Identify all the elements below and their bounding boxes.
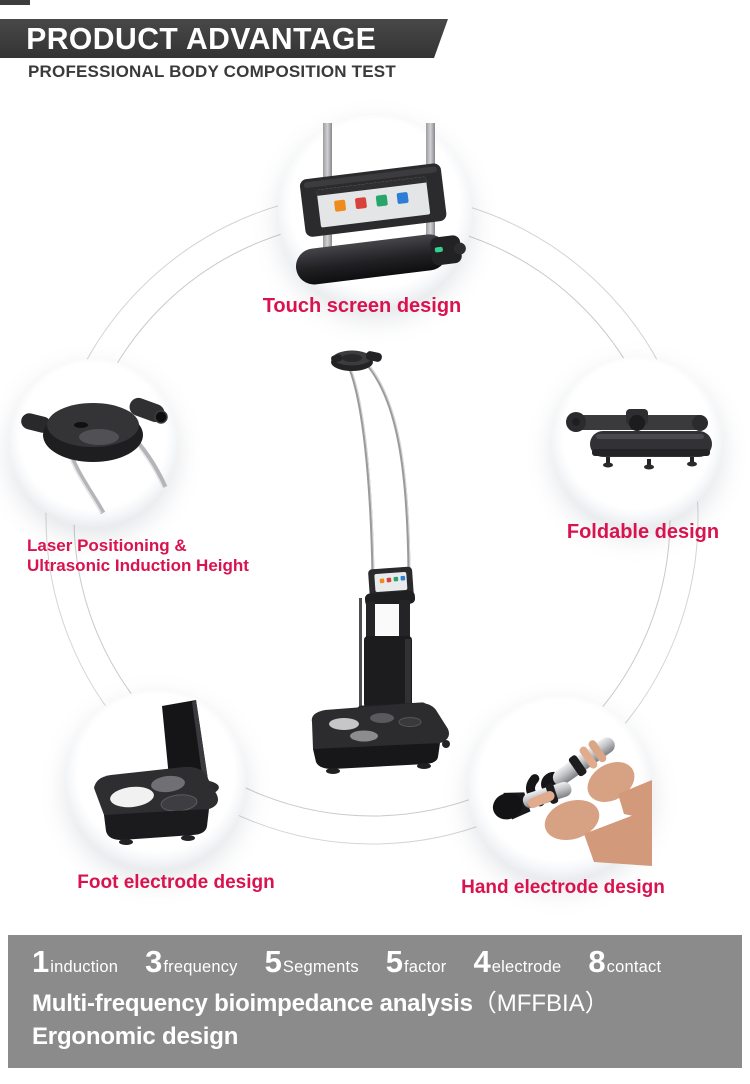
laser-positioning-bubble xyxy=(9,359,177,527)
foldable-label: Foldable design xyxy=(566,521,720,543)
ergonomic-line: Ergonomic design xyxy=(32,1023,239,1051)
feature-segments: 5 Segments xyxy=(264,944,359,979)
feature-frequency-number: 3 xyxy=(145,944,163,979)
feature-counts-row: 1 induction 3 frequency 5 Segments 5 fac… xyxy=(32,944,742,979)
laser-label-line1: Laser Positioning & xyxy=(27,536,187,555)
hand-electrode-label: Hand electrode design xyxy=(461,877,665,898)
feature-contact-number: 8 xyxy=(588,944,606,979)
feature-contact-label: contact xyxy=(606,958,662,976)
feature-induction-number: 1 xyxy=(32,944,50,979)
feature-factor-label: factor xyxy=(404,958,447,976)
feature-factor-number: 5 xyxy=(385,944,404,979)
feature-contact: 8 contact xyxy=(588,944,662,979)
feature-electrode-number: 4 xyxy=(473,944,491,979)
page-subtitle: PROFESSIONAL BODY COMPOSITION TEST xyxy=(28,62,396,81)
feature-segments-label: Segments xyxy=(282,958,359,976)
touch-screen-bubble xyxy=(278,115,472,309)
touch-screen-label: Touch screen design xyxy=(262,295,462,317)
laser-positioning-label: Laser Positioning & Ultrasonic Induction… xyxy=(27,536,249,576)
feature-induction: 1 induction xyxy=(32,944,119,979)
hand-electrode-image xyxy=(492,737,652,866)
foldable-bubble xyxy=(552,357,722,527)
feature-frequency-label: frequency xyxy=(163,958,238,976)
feature-electrode-label: electrode xyxy=(491,958,562,976)
feature-frequency: 3 frequency xyxy=(145,944,238,979)
hand-electrode-bubble xyxy=(468,696,652,880)
feature-electrode: 4 electrode xyxy=(473,944,562,979)
analyzer-machine-image xyxy=(311,350,450,774)
feature-summary-bar: 1 induction 3 frequency 5 Segments 5 fac… xyxy=(8,935,742,1068)
foldable-image xyxy=(566,409,712,470)
feature-segments-number: 5 xyxy=(264,944,282,979)
analysis-abbreviation: （MFFBIA） xyxy=(472,990,609,1018)
page-title: PRODUCT ADVANTAGE xyxy=(26,20,377,56)
analysis-line: Multi-frequency bioimpedance analysis（MF… xyxy=(32,983,742,1018)
touch-screen-image xyxy=(295,123,466,285)
foot-electrode-bubble xyxy=(66,690,246,870)
foot-electrode-image xyxy=(94,700,219,845)
machine-display xyxy=(364,566,416,607)
machine-head-sensor xyxy=(331,350,382,371)
laser-label-line2: Ultrasonic Induction Height xyxy=(27,556,249,575)
corner-notch-decoration xyxy=(0,0,30,5)
feature-factor: 5 factor xyxy=(385,944,447,979)
analysis-text: Multi-frequency bioimpedance analysis xyxy=(32,990,473,1018)
foot-electrode-label: Foot electrode design xyxy=(77,872,275,893)
laser-positioning-image xyxy=(21,397,168,515)
title-banner: PRODUCT ADVANTAGE xyxy=(0,19,448,58)
feature-induction-label: induction xyxy=(50,958,119,976)
